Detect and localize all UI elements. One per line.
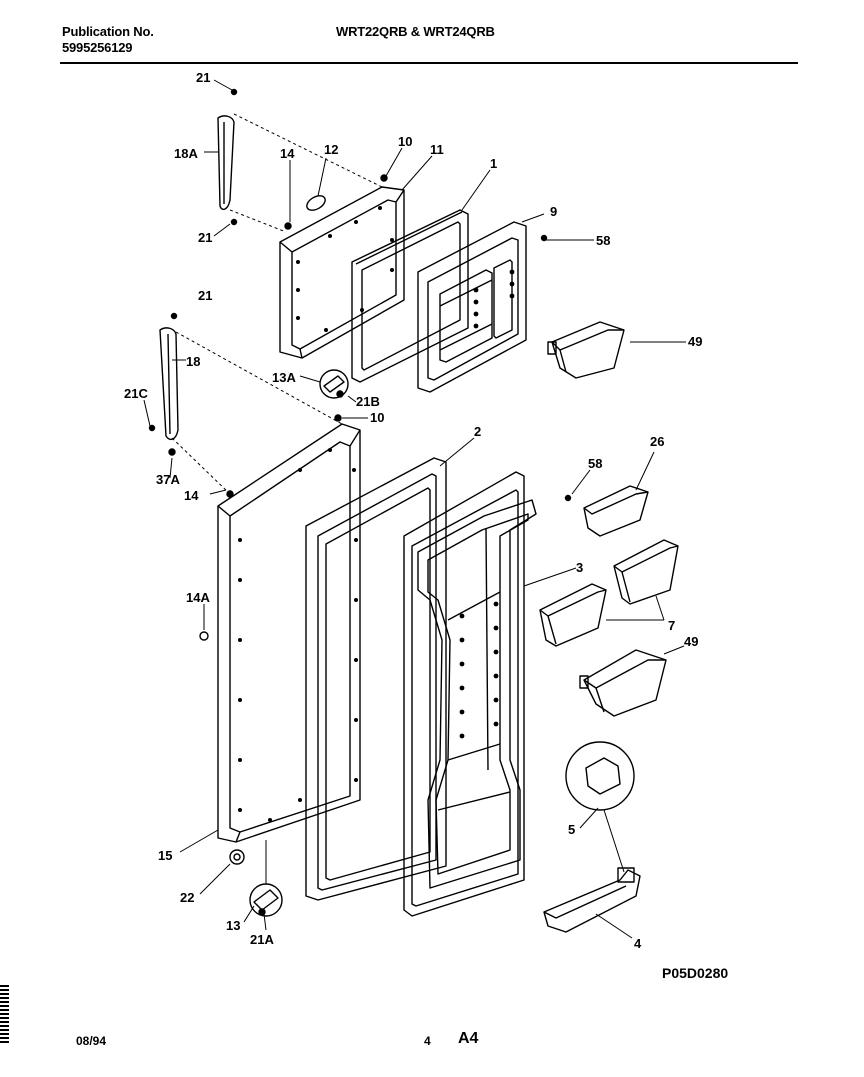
callout-10-top: 10 (398, 134, 412, 149)
footer-section: A4 (458, 1030, 479, 1047)
fresh-food-door-liner (403, 471, 537, 917)
callout-11: 11 (430, 142, 444, 157)
callout-21b: 21B (356, 394, 380, 409)
leader-lines (143, 79, 686, 939)
handle-12 (306, 195, 326, 211)
fresh-food-door-outer-panel (217, 423, 361, 843)
callout-21a: 21A (250, 932, 274, 947)
callout-1: 1 (490, 156, 497, 171)
upper-hinge-18 (159, 327, 179, 441)
hinge-pin-22 (229, 849, 245, 865)
callout-4: 4 (634, 936, 642, 951)
freezer-door-liner (417, 221, 527, 393)
callout-58-mid: 58 (588, 456, 602, 471)
model-numbers: WRT22QRB & WRT24QRB (336, 24, 495, 39)
callout-26: 26 (650, 434, 664, 449)
callout-21-hinge: 21 (198, 230, 212, 245)
callout-13a: 13A (272, 370, 296, 385)
callout-49-mid: 49 (684, 634, 698, 649)
callout-13: 13 (226, 918, 240, 933)
callout-14-mid: 14 (184, 488, 199, 503)
callout-7: 7 (668, 618, 675, 633)
callout-22: 22 (180, 890, 194, 905)
door-shelf-bin-49 (579, 649, 667, 717)
publication-number: 5995256129 (62, 40, 133, 55)
callout-58-top: 58 (596, 233, 610, 248)
upper-hinge-18a (217, 115, 235, 211)
footer-page-number: 4 (424, 1034, 431, 1048)
hinge-cover-13a (319, 369, 349, 399)
fresh-food-door-gasket (305, 457, 447, 901)
callout-15: 15 (158, 848, 172, 863)
callout-37a: 37A (156, 472, 180, 487)
freezer-door-outer-panel (279, 186, 405, 359)
callout-3: 3 (576, 560, 583, 575)
callout-21-top: 21 (196, 70, 210, 85)
callout-18: 18 (186, 354, 200, 369)
callout-14a: 14A (186, 590, 210, 605)
callout-14-top: 14 (280, 146, 295, 161)
screw-hardware (148, 88, 572, 916)
callout-10-mid: 10 (370, 410, 384, 425)
callout-21-mid: 21 (198, 288, 212, 303)
callout-5: 5 (568, 822, 575, 837)
dairy-bin-26 (583, 485, 649, 537)
header-rule (60, 62, 798, 64)
scan-edge-mark (0, 985, 9, 1045)
hinge-cover-13 (249, 883, 283, 917)
plug-14a (199, 631, 209, 641)
callout-9: 9 (550, 204, 557, 219)
freezer-door-shelf-bin (547, 321, 625, 379)
diagram-code: P05D0280 (662, 965, 729, 981)
footer-date: 08/94 (76, 1034, 107, 1048)
door-bin-7-upper (613, 539, 679, 605)
freezer-door-gasket (351, 209, 469, 383)
callout-21c: 21C (124, 386, 148, 401)
callout-12: 12 (324, 142, 338, 157)
shelf-rail-4 (543, 867, 641, 933)
shelf-end-cap-5 (565, 741, 635, 811)
door-bin-7-lower (539, 583, 607, 647)
callout-2: 2 (474, 424, 481, 439)
callout-18a: 18A (174, 146, 198, 161)
alignment-lines (171, 113, 383, 495)
callout-49-top: 49 (688, 334, 702, 349)
publication-label: Publication No. (62, 24, 154, 39)
